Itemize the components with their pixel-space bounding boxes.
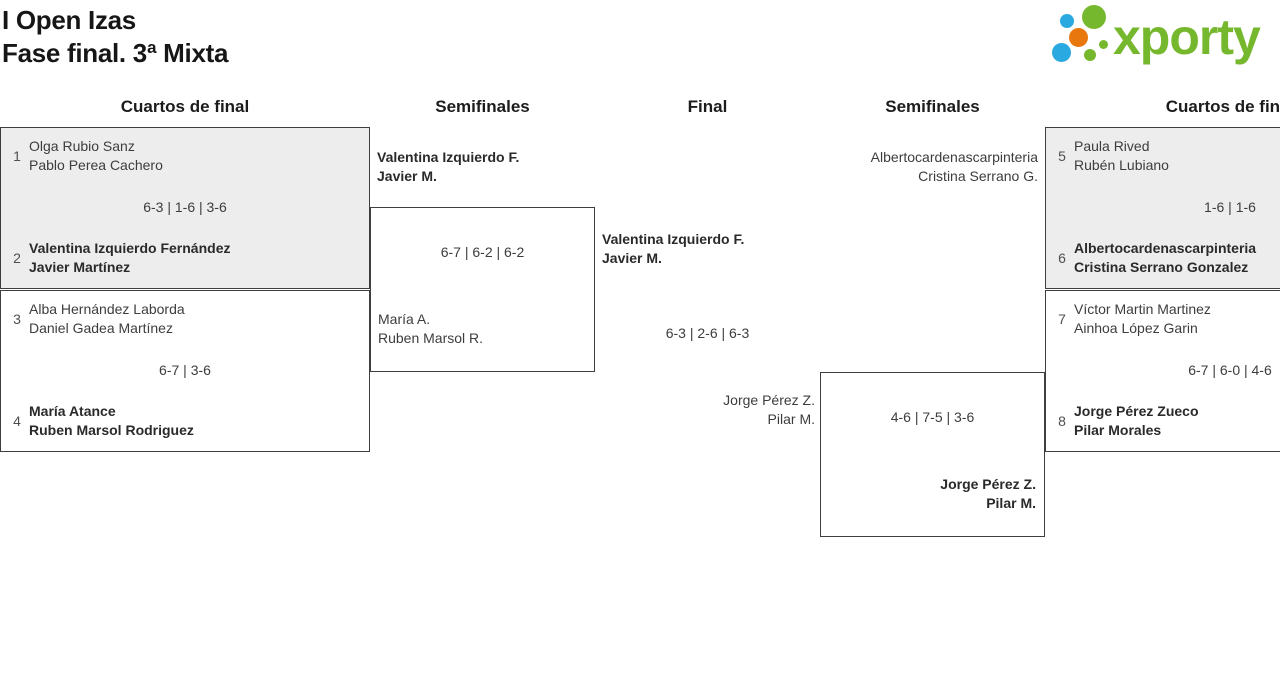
player-name: Pilar M.: [986, 495, 1036, 511]
player-name: Javier M.: [602, 250, 662, 266]
player-name: Jorge Pérez Z.: [723, 392, 815, 408]
match-score: 1-6 | 1-6: [1204, 198, 1256, 215]
final-score: 6-3 | 2-6 | 6-3: [665, 325, 750, 341]
seed-number: 5: [1058, 147, 1066, 164]
team-players: Alba Hernández Laborda Daniel Gadea Mart…: [29, 300, 185, 338]
team-players: Paula Rived Rubén Lubiano: [1074, 137, 1169, 175]
tournament-title: I Open Izas: [2, 5, 136, 35]
player-name: Ruben Marsol R.: [378, 330, 484, 346]
team-row: 6 Albertocardenascarpinteria Cristina Se…: [1046, 239, 1280, 277]
match-box-sf-left: 6-7 | 6-2 | 6-2 María A. Ruben Marsol R.: [370, 207, 595, 372]
seed-number: 3: [13, 310, 21, 327]
sf-left-team1: Valentina Izquierdo F. Javier M.: [377, 148, 519, 186]
sf-right-team2: Jorge Pérez Z. Pilar M.: [829, 475, 1036, 513]
team-players: Albertocardenascarpinteria Cristina Serr…: [1074, 239, 1256, 277]
team-players: Olga Rubio Sanz Pablo Perea Cachero: [29, 137, 163, 175]
seed-number: 6: [1058, 249, 1066, 266]
logo-dot-icon: [1069, 28, 1088, 47]
match-box-qf-left-1: 1 Olga Rubio Sanz Pablo Perea Cachero 6-…: [0, 127, 370, 289]
round-header-quarterfinals-right: Cuartos de final: [1165, 97, 1280, 116]
phase-subtitle: Fase final. 3ª Mixta: [2, 38, 229, 68]
player-name: Jorge Pérez Zueco: [1074, 403, 1199, 419]
round-header-quarterfinals-left: Cuartos de final: [120, 97, 250, 116]
logo-dot-icon: [1060, 14, 1074, 28]
player-name: Rubén Lubiano: [1074, 157, 1169, 173]
player-name: Valentina Izquierdo Fernández: [29, 240, 231, 256]
match-score: 6-7 | 6-0 | 4-6: [1188, 361, 1272, 378]
team-row: 8 Jorge Pérez Zueco Pilar Morales: [1046, 402, 1280, 440]
match-box-qf-left-2: 3 Alba Hernández Laborda Daniel Gadea Ma…: [0, 290, 370, 452]
player-name: Alba Hernández Laborda: [29, 301, 185, 317]
player-name: Olga Rubio Sanz: [29, 138, 135, 154]
player-name: Albertocardenascarpinteria: [1074, 240, 1257, 256]
round-header-final: Final: [687, 97, 728, 116]
player-name: Paula Rived: [1074, 138, 1150, 154]
player-name: Víctor Martin Martinez: [1074, 301, 1211, 317]
seed-number: 4: [13, 412, 21, 429]
match-score: 6-7 | 6-2 | 6-2: [440, 244, 525, 260]
team-players: María Atance Ruben Marsol Rodriguez: [29, 402, 194, 440]
player-name: Pilar M.: [767, 411, 815, 427]
team-row: 2 Valentina Izquierdo Fernández Javier M…: [1, 239, 369, 277]
final-team2: Jorge Pérez Z. Pilar M.: [595, 391, 815, 429]
match-score: 6-7 | 3-6: [159, 361, 211, 378]
logo-dot-icon: [1052, 43, 1071, 62]
match-box-qf-right-2: 7 Víctor Martin Martinez Ainhoa López Ga…: [1045, 290, 1280, 452]
player-name: Albertocardenascarpinteria: [870, 149, 1038, 165]
logo-dot-icon: [1099, 40, 1108, 49]
logo-dot-icon: [1084, 49, 1096, 61]
xporty-wordmark: xporty: [1113, 9, 1261, 65]
player-name: Ainhoa López Garin: [1074, 320, 1198, 336]
final-team1: Valentina Izquierdo F. Javier M.: [602, 230, 744, 268]
player-name: Daniel Gadea Martínez: [29, 320, 173, 336]
match-box-qf-right-1: 5 Paula Rived Rubén Lubiano 1-6 | 1-6 6 …: [1045, 127, 1280, 289]
player-name: Pilar Morales: [1074, 422, 1162, 438]
player-name: Pablo Perea Cachero: [29, 157, 163, 173]
round-header-semifinals-left: Semifinales: [435, 97, 530, 116]
seed-number: 1: [13, 147, 21, 164]
seed-number: 7: [1058, 310, 1066, 327]
player-name: María Atance: [29, 403, 116, 419]
round-header-semifinals-right: Semifinales: [885, 97, 980, 116]
sf-left-team2: María A. Ruben Marsol R.: [378, 310, 483, 348]
player-name: Cristina Serrano Gonzalez: [1074, 259, 1249, 275]
sf-right-team1: Albertocardenascarpinteria Cristina Serr…: [820, 148, 1038, 186]
player-name: Valentina Izquierdo F.: [377, 149, 520, 165]
player-name: Jorge Pérez Z.: [940, 476, 1036, 492]
seed-number: 8: [1058, 412, 1066, 429]
player-name: Cristina Serrano G.: [918, 168, 1038, 184]
team-row: 3 Alba Hernández Laborda Daniel Gadea Ma…: [1, 300, 369, 338]
team-players: Víctor Martin Martinez Ainhoa López Gari…: [1074, 300, 1211, 338]
match-score: 4-6 | 7-5 | 3-6: [890, 409, 975, 425]
team-players: Jorge Pérez Zueco Pilar Morales: [1074, 402, 1199, 440]
player-name: Valentina Izquierdo F.: [602, 231, 745, 247]
team-row: 7 Víctor Martin Martinez Ainhoa López Ga…: [1046, 300, 1280, 338]
team-players: Valentina Izquierdo Fernández Javier Mar…: [29, 239, 230, 277]
team-row: 5 Paula Rived Rubén Lubiano: [1046, 137, 1280, 175]
logo-dot-icon: [1082, 5, 1106, 29]
player-name: Javier M.: [377, 168, 437, 184]
match-score: 6-3 | 1-6 | 3-6: [143, 198, 227, 215]
player-name: Ruben Marsol Rodriguez: [29, 422, 194, 438]
team-row: 4 María Atance Ruben Marsol Rodriguez: [1, 402, 369, 440]
seed-number: 2: [13, 249, 21, 266]
team-row: 1 Olga Rubio Sanz Pablo Perea Cachero: [1, 137, 369, 175]
player-name: María A.: [378, 311, 431, 327]
match-box-sf-right: 4-6 | 7-5 | 3-6 Jorge Pérez Z. Pilar M.: [820, 372, 1045, 537]
player-name: Javier Martínez: [29, 259, 131, 275]
tournament-title-block: I Open Izas Fase final. 3ª Mixta: [2, 4, 228, 70]
